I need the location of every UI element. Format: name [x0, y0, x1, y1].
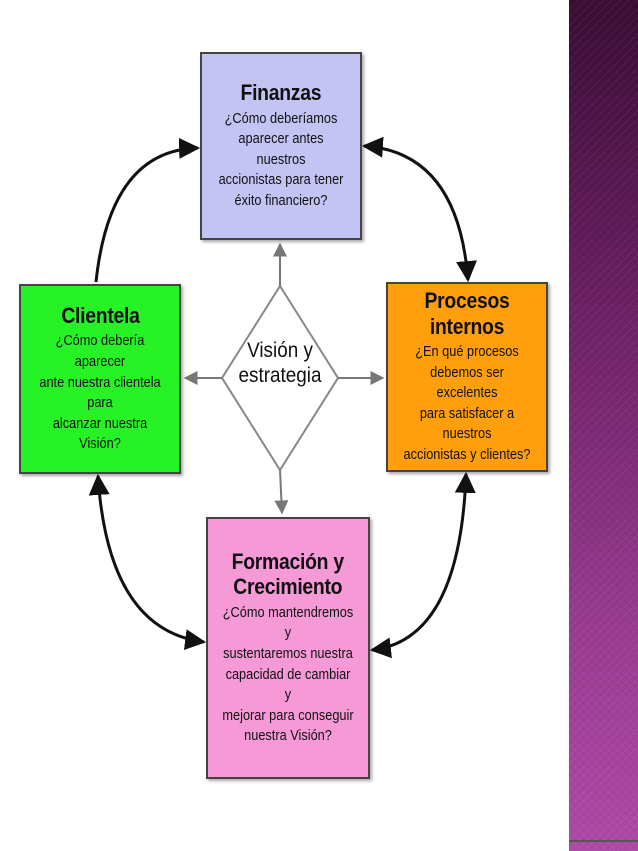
arrow-finanzas-clientela — [94, 137, 201, 283]
clientela-title: Clientela — [60, 303, 140, 329]
finanzas-question: ¿Cómo deberíamos aparecer antes nuestros… — [211, 109, 350, 212]
finanzas-box: Finanzas ¿Cómo deberíamos aparecer antes… — [200, 52, 362, 240]
procesos-question-line: accionistas y clientes? — [403, 446, 531, 463]
formacion-box: Formación y Crecimiento ¿Cómo mantendrem… — [206, 517, 370, 779]
clientela-question-line: ante nuestra clientela para — [39, 374, 161, 412]
vision-strategy-label: Visión y estrategia — [230, 338, 331, 388]
arrow-clientela-formacion — [88, 473, 207, 651]
formacion-question: ¿Cómo mantendremos y sustentaremos nuest… — [218, 603, 359, 747]
clientela-box: Clientela ¿Cómo debería aparecer ante nu… — [19, 284, 181, 474]
formacion-question-line: ¿Cómo mantendremos y — [222, 604, 354, 642]
arrow-procesos-formacion — [369, 471, 476, 659]
procesos-question: ¿En qué procesos debemos ser excelentes … — [397, 342, 536, 465]
formacion-title-line: Crecimiento — [233, 574, 343, 600]
clientela-question: ¿Cómo debería aparecer ante nuestra clie… — [30, 331, 169, 454]
procesos-question-line: ¿En qué procesos — [415, 344, 519, 361]
procesos-question-line: debemos ser excelentes — [430, 364, 504, 402]
formacion-question-line: sustentaremos nuestra — [223, 645, 353, 662]
formacion-question-line: nuestra Visión? — [244, 728, 332, 745]
clientela-question-line: ¿Cómo debería aparecer — [55, 333, 145, 370]
finanzas-question-line: aparecer antes nuestros — [238, 131, 324, 168]
formacion-question-line: mejorar para conseguir — [222, 707, 354, 724]
arrow-diamond-formacion — [274, 469, 289, 515]
finanzas-title: Finanzas — [240, 80, 322, 106]
finanzas-question-line: ¿Cómo deberíamos — [224, 110, 338, 127]
connector-arrows — [88, 136, 477, 659]
decorative-side-strip — [569, 0, 638, 851]
center-line-1: Visión y — [247, 339, 313, 362]
decorative-bottom-line — [569, 840, 638, 842]
finanzas-question-line: éxito financiero? — [234, 193, 328, 210]
procesos-question-line: para satisfacer a nuestros — [419, 405, 515, 443]
arrow-finanzas-procesos — [361, 136, 477, 283]
finanzas-question-line: accionistas para tener — [218, 172, 344, 189]
procesos-box: Procesos internos ¿En qué procesos debem… — [386, 282, 548, 472]
center-line-2: estrategia — [238, 364, 322, 388]
clientela-question-line: alcanzar nuestra Visión? — [52, 415, 148, 453]
formacion-title: Formación y Crecimiento — [232, 549, 344, 600]
formacion-title-line: Formación y — [231, 549, 345, 575]
procesos-title: Procesos internos — [424, 288, 510, 339]
formacion-question-line: capacidad de cambiar y — [225, 666, 351, 704]
